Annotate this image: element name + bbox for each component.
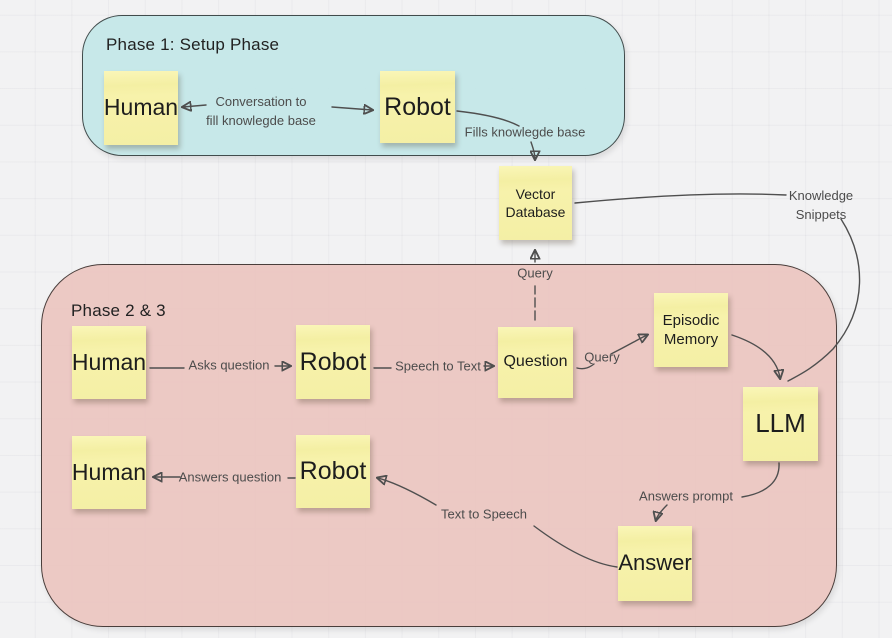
text-to-speech-line[interactable] <box>533 525 618 568</box>
knowledge-snippets-curve[interactable] <box>787 218 861 382</box>
sticky-note-p2-robot-top[interactable]: Robot <box>296 325 370 399</box>
llm-answer-line[interactable] <box>741 462 780 498</box>
connector-label-speech-to-text[interactable]: Speech to Text <box>395 358 481 374</box>
connector-label-answers-question[interactable]: Answers question <box>178 469 282 485</box>
sticky-note-p1-human[interactable]: Human <box>104 71 178 145</box>
phase2-title: Phase 2 & 3 <box>71 301 166 320</box>
connector-label-query-to-vector-db[interactable]: Query <box>517 265 553 281</box>
llm-answer-arrow[interactable] <box>656 504 668 520</box>
sticky-note-question[interactable]: Question <box>498 327 573 398</box>
sticky-note-episodic-memory[interactable]: Episodic Memory <box>654 293 728 367</box>
phase1-title: Phase 1: Setup Phase <box>106 35 280 54</box>
knowledge-snippets-line[interactable] <box>574 193 787 204</box>
text-to-speech-arrow[interactable] <box>378 478 437 506</box>
query-episodic-arrow[interactable] <box>610 335 647 355</box>
sticky-note-p2-human-bottom[interactable]: Human <box>72 436 146 509</box>
connector-label-knowledge-snippets[interactable]: Knowledge Snippets <box>788 188 854 222</box>
connector-label-asks-question[interactable]: Asks question <box>188 357 270 373</box>
sticky-note-vector-db[interactable]: Vector Database <box>499 166 572 240</box>
connector-label-fills-knowledge-base[interactable]: Fills knowlegde base <box>464 124 586 140</box>
fills-kb-line[interactable] <box>456 110 520 127</box>
connector-label-query-to-episodic[interactable]: Query <box>584 349 620 365</box>
conversation-arrow-right[interactable] <box>331 107 372 110</box>
sticky-note-p1-robot[interactable]: Robot <box>380 71 455 143</box>
fills-kb-arrow[interactable] <box>531 141 535 159</box>
connector-label-answers-prompt[interactable]: Answers prompt <box>639 488 733 504</box>
sticky-note-p2-human-top[interactable]: Human <box>72 326 146 399</box>
conversation-arrow-left[interactable] <box>183 105 207 107</box>
episodic-to-llm-arrow[interactable] <box>731 334 780 378</box>
sticky-note-p2-robot-bottom[interactable]: Robot <box>296 435 370 508</box>
sticky-note-answer[interactable]: Answer <box>618 526 692 601</box>
connector-label-conversation[interactable]: Conversation to fill knowlegde base <box>206 94 316 128</box>
query-episodic-line[interactable] <box>576 363 595 370</box>
connector-label-text-to-speech[interactable]: Text to Speech <box>441 506 527 522</box>
sticky-note-llm[interactable]: LLM <box>743 387 818 461</box>
